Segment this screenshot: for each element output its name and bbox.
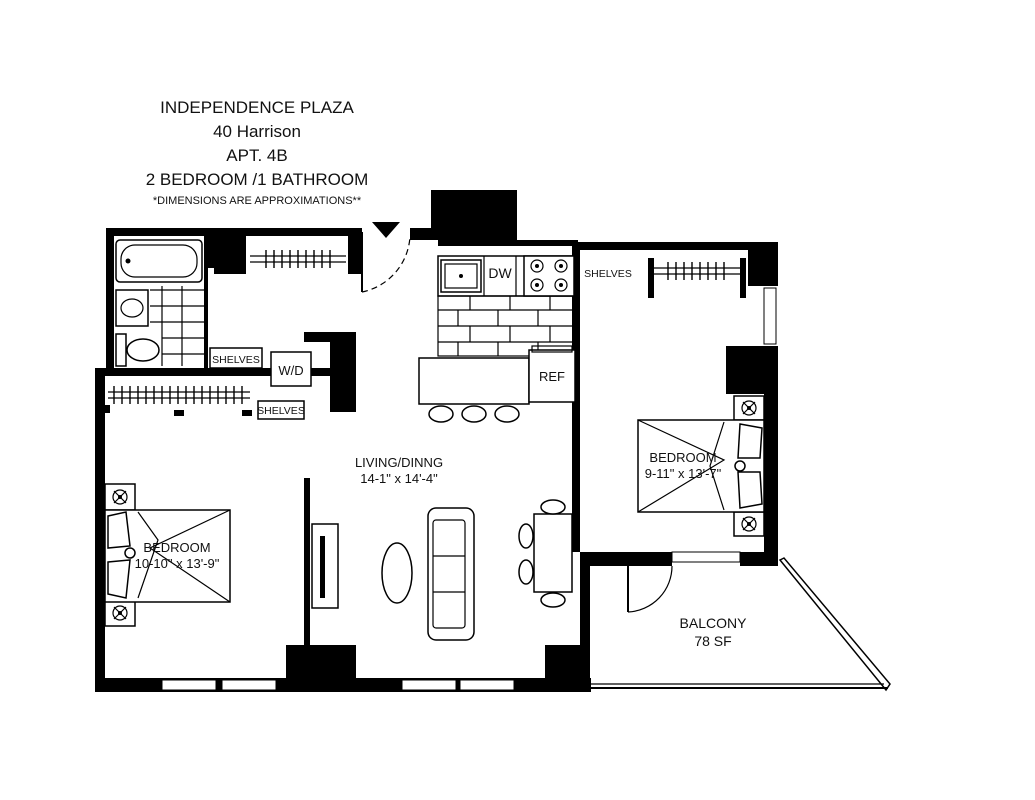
bedroom-left-name: BEDROOM: [143, 540, 210, 555]
building-name: INDEPENDENCE PLAZA: [160, 98, 354, 117]
bathtub-basin: [120, 244, 198, 278]
bedroom-left: BEDROOM 10-10" x 13'-9": [104, 483, 231, 627]
street-address: 40 Harrison: [213, 122, 301, 141]
bedroom-living-divider: [304, 478, 310, 678]
washer-dryer-label: W/D: [278, 363, 303, 378]
unit-type: 2 BEDROOM /1 BATHROOM: [146, 170, 369, 189]
laundry-area: SHELVES W/D SHELVES SHELVES: [209, 268, 632, 420]
right-bedroom-right-wall: [764, 394, 778, 566]
shelves-hall-label: SHELVES: [212, 354, 260, 366]
dining-set: [518, 499, 573, 608]
refrigerator: [528, 349, 576, 403]
bottom-column-left: [286, 645, 356, 685]
closet-stub-a: [174, 410, 184, 416]
living-room-dims: 14-1" x 14'-4": [360, 471, 438, 486]
shelves-bedroom-label: SHELVES: [257, 405, 305, 417]
laundry-top: [304, 332, 334, 342]
bath-left-wall: [106, 228, 114, 368]
toilet-bowl: [126, 338, 160, 362]
closet-wall-block: [214, 228, 246, 274]
closet-stub-c: [104, 405, 110, 413]
right-column: [726, 346, 778, 394]
right-corner-block: [748, 242, 778, 286]
left-bedroom-left-wall: [95, 368, 105, 692]
refrigerator-label: REF: [539, 369, 565, 384]
bedroom-right: BEDROOM 9-11" x 13'-7": [627, 395, 765, 613]
nightstand-bottom: [104, 599, 136, 627]
dishwasher-label: DW: [488, 265, 512, 281]
shelves-right-label: SHELVES: [584, 268, 632, 280]
bar-stools: [428, 405, 520, 423]
shelves-hall: [209, 347, 263, 369]
bottom-column-right: [545, 645, 585, 685]
bedroom-right-name: BEDROOM: [649, 450, 716, 465]
kitchen-tile-floor: [437, 295, 575, 357]
closet-right-wall: [348, 228, 362, 274]
washer-dryer: [270, 351, 312, 387]
title-block: INDEPENDENCE PLAZA 40 Harrison APT. 4B 2…: [146, 98, 369, 207]
tub-drain-icon: [125, 258, 131, 264]
right-bedroom-bottom-right: [740, 552, 778, 566]
balcony-left-wall: [580, 552, 590, 692]
toilet-tank: [115, 333, 127, 367]
kitchen: DW REF: [418, 255, 576, 423]
bath-divider-wall: [204, 228, 214, 268]
closet-rail-hall: [250, 250, 346, 268]
sink-basin: [120, 298, 144, 318]
window-left-a: [161, 679, 217, 691]
column-top: [431, 190, 517, 240]
bath-divider-thin: [204, 268, 208, 368]
right-bedroom-top-wall: [576, 242, 776, 250]
bath-tile-floor: [150, 286, 204, 366]
bedroom-left-dims: 10-10" x 13'-9": [135, 556, 220, 571]
balcony-area: 78 SF: [694, 633, 731, 649]
nightstand-top: [104, 483, 136, 511]
walls: [95, 190, 778, 692]
window-balcony-door: [671, 551, 741, 563]
bathtub: [115, 239, 203, 283]
closet-stub-b: [242, 410, 252, 416]
left-bedroom-top-wall: [95, 368, 347, 376]
bath-top-wall: [106, 228, 204, 236]
balcony-name: BALCONY: [680, 615, 748, 631]
apartment-number: APT. 4B: [226, 146, 287, 165]
entry-door[interactable]: [361, 222, 411, 293]
window-left-b: [221, 679, 277, 691]
nightstand-right-bottom: [733, 511, 765, 537]
kitchen-top-wall: [438, 240, 578, 246]
bed-left: [104, 509, 231, 603]
laundry-column: [330, 332, 356, 412]
bathroom: [115, 239, 204, 367]
bed-right: [637, 419, 765, 513]
closet-rail-bedroom: [108, 386, 250, 404]
living-dining: LIVING/DINNG 14-1" x 14'-4": [311, 455, 573, 641]
closet-rail-right: [648, 258, 746, 298]
dimensions-note: *DIMENSIONS ARE APPROXIMATIONS**: [153, 195, 362, 207]
balcony: BALCONY 78 SF: [590, 557, 891, 692]
closet-top-wall: [246, 228, 360, 236]
kitchen-top-wall-b: [517, 240, 577, 244]
coffee-table: [381, 542, 413, 604]
tv-console: [311, 523, 339, 609]
window-living-b: [459, 679, 515, 691]
sofa: [427, 507, 475, 641]
nightstand-right-top: [733, 395, 765, 421]
window-living-a: [401, 679, 457, 691]
shelves-bedroom: [257, 400, 305, 420]
windows: [161, 287, 777, 691]
kitchen-island: [418, 357, 530, 405]
right-bedroom-bottom-left: [580, 552, 672, 566]
window-right-bedroom: [763, 287, 777, 345]
kitchen-bedroom-divider: [572, 242, 580, 552]
living-room-name: LIVING/DINNG: [355, 455, 443, 470]
bedroom-right-dims: 9-11" x 13'-7": [645, 466, 722, 481]
entry-arrow-icon: [372, 222, 400, 238]
closets: [108, 250, 746, 404]
stove: [523, 255, 575, 297]
